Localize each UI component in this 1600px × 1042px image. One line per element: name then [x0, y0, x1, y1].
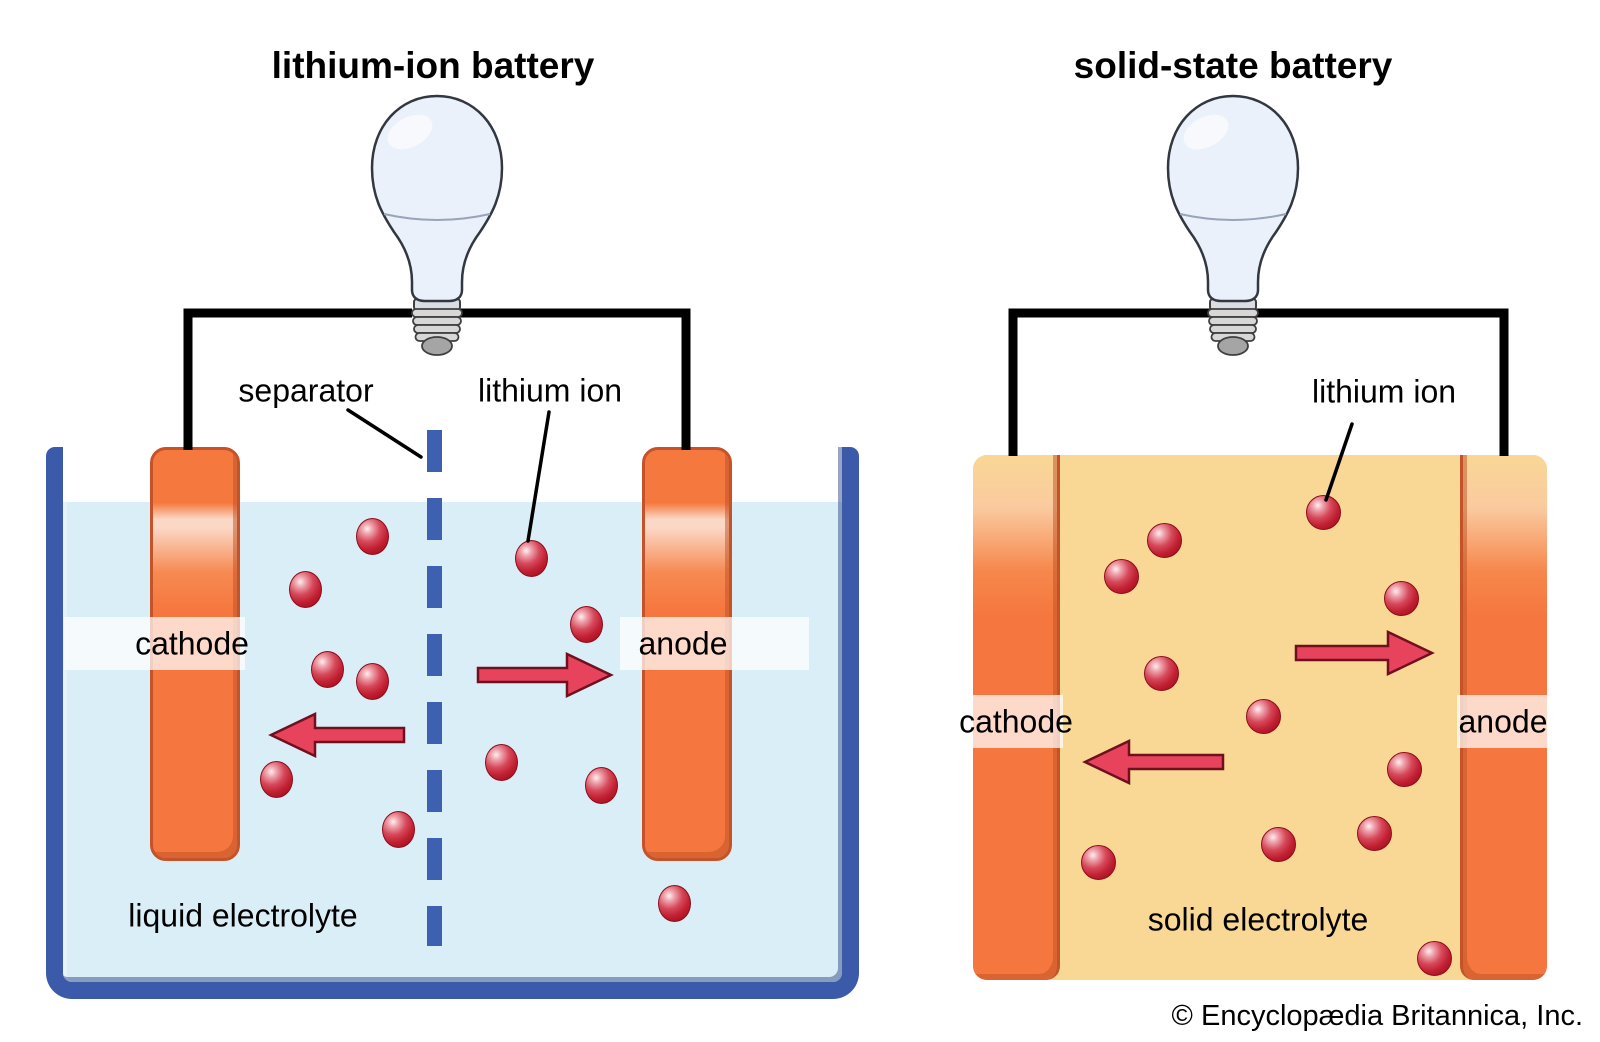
left-cathode-label: cathode: [135, 625, 249, 662]
left-cathode-label-band: [64, 617, 245, 670]
separator-label: separator: [238, 372, 374, 409]
separator-dashed-line: [427, 430, 442, 946]
right-anode-label: anode: [1458, 703, 1548, 740]
left-anode-label-band: [620, 617, 809, 670]
right-panel-title: solid-state battery: [1073, 45, 1393, 86]
right-anode-label-band: [1457, 695, 1547, 748]
light-bulb-icon: [370, 94, 504, 356]
light-bulb-icon: [1166, 94, 1300, 356]
copyright-credit: © Encyclopædia Britannica, Inc.: [1171, 1000, 1583, 1032]
left-anode-label: anode: [638, 625, 728, 662]
right-cathode-label: cathode: [959, 703, 1073, 740]
right-cathode-label-band: [973, 695, 1063, 748]
liquid-electrolyte-label: liquid electrolyte: [128, 897, 358, 934]
solid-electrolyte-label: solid electrolyte: [1147, 901, 1369, 938]
right-lithium-ion-label: lithium ion: [1311, 373, 1457, 410]
left-panel-title: lithium-ion battery: [271, 45, 595, 86]
left-lithium-ion-label: lithium ion: [477, 372, 623, 409]
